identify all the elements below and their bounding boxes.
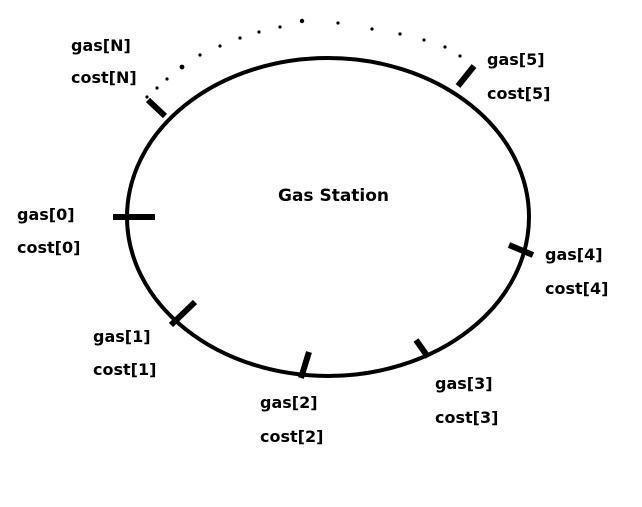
dot (179, 64, 185, 70)
tick-station-4 (507, 242, 535, 258)
ellipsis-dots (145, 18, 462, 99)
tick-station-n (145, 97, 168, 119)
diagram-title: Gas Station (278, 186, 389, 206)
dot (238, 36, 242, 40)
cost-label: cost[0] (17, 238, 80, 257)
gas-label: gas[1] (93, 327, 151, 346)
station-label-n: gas[N] cost[N] (71, 36, 137, 87)
station-ticks (113, 64, 535, 379)
dot (278, 25, 282, 29)
cost-label: cost[2] (260, 427, 323, 446)
gas-label: gas[5] (487, 50, 545, 69)
dot (458, 54, 462, 58)
gas-label: gas[2] (260, 393, 318, 412)
tick-station-1 (168, 299, 198, 328)
station-label-5: gas[5] cost[5] (487, 50, 550, 103)
cost-label: cost[1] (93, 360, 156, 379)
tick-station-5 (455, 64, 477, 88)
dot (422, 38, 426, 42)
gas-label: gas[4] (545, 245, 603, 264)
dot (398, 32, 402, 36)
station-label-0: gas[0] cost[0] (17, 205, 80, 257)
dot (336, 21, 340, 25)
gas-label: gas[3] (435, 374, 493, 393)
dot (165, 77, 169, 81)
dot (145, 95, 149, 99)
cost-label: cost[3] (435, 408, 498, 427)
dot (218, 44, 222, 48)
station-label-4: gas[4] cost[4] (545, 245, 608, 298)
gas-label: gas[0] (17, 205, 75, 224)
cost-label: cost[5] (487, 84, 550, 103)
dot (299, 18, 305, 24)
dot (257, 30, 261, 34)
dot (443, 45, 447, 49)
station-label-2: gas[2] cost[2] (260, 393, 323, 446)
station-label-3: gas[3] cost[3] (435, 374, 498, 427)
tick-station-2 (298, 351, 312, 379)
cost-label: cost[4] (545, 279, 608, 298)
tick-station-3 (413, 338, 431, 359)
cost-label: cost[N] (71, 68, 137, 87)
route-circle (125, 56, 531, 378)
dot (370, 27, 374, 31)
dot (198, 53, 202, 57)
gas-label: gas[N] (71, 36, 131, 55)
dot (155, 86, 159, 90)
station-label-1: gas[1] cost[1] (93, 327, 156, 379)
